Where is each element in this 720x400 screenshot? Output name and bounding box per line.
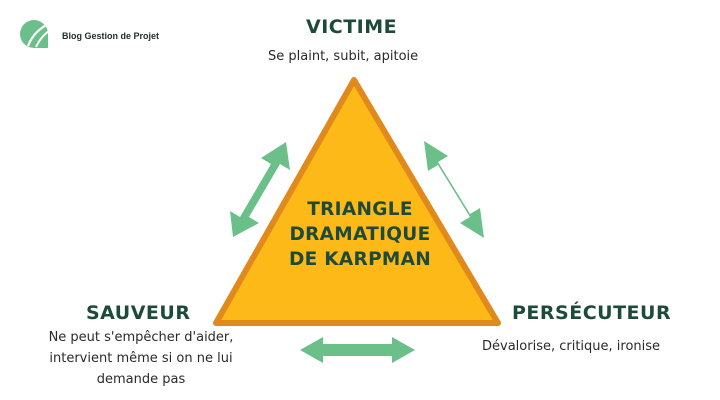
sauveur-description-line: Ne peut s'empêcher d'aider, bbox=[48, 330, 234, 345]
karpman-triangle bbox=[213, 77, 501, 326]
persecuteur-description: Dévalorise, critique, ironise bbox=[482, 339, 661, 354]
double-arrow-icon bbox=[300, 337, 415, 363]
double-arrow-icon bbox=[230, 142, 290, 237]
sauveur-description-line: demande pas bbox=[96, 372, 186, 387]
victime-description: Se plaint, subit, apitoie bbox=[268, 49, 419, 64]
brand: Blog Gestion de Projet bbox=[18, 18, 159, 54]
triangle-title-line: DRAMATIQUE bbox=[289, 224, 431, 245]
leaf-logo-icon bbox=[18, 18, 56, 54]
sauveur-title: SAUVEUR bbox=[86, 302, 191, 324]
triangle-title-line: TRIANGLE bbox=[307, 199, 413, 220]
sauveur-description-line: intervient même si on ne lui bbox=[49, 351, 233, 366]
triangle-title-line: DE KARPMAN bbox=[288, 249, 432, 270]
sauveur-description: Ne peut s'empêcher d'aider, intervient m… bbox=[26, 327, 256, 390]
persecuteur-title: PERSÉCUTEUR bbox=[512, 302, 672, 324]
triangle-title: TRIANGLE DRAMATIQUE DE KARPMAN bbox=[260, 197, 460, 272]
brand-name: Blog Gestion de Projet bbox=[62, 31, 160, 41]
double-arrow-icon bbox=[424, 141, 484, 238]
victime-title: VICTIME bbox=[306, 16, 398, 38]
